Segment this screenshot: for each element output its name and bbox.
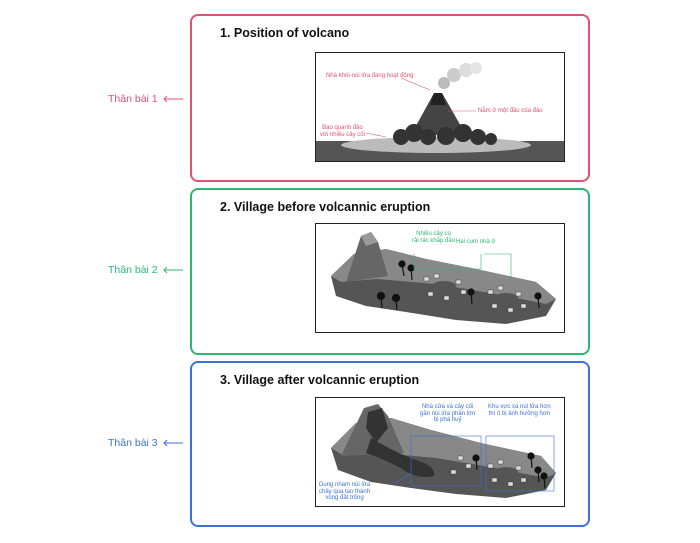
volcano-island-illustration: Nhà khói-núi lửa đang hoạt động Nằm ở mộ…: [315, 52, 565, 162]
annotation-lava-flow: Dung nham núi lửa chảy qua tạo thành vùn…: [319, 482, 371, 501]
village-before-illustration: Nhiều cây cọ rải rác khắp đảo Hai cụm nh…: [315, 223, 565, 333]
side-label-2: Thân bài 2: [108, 264, 158, 276]
village-after-illustration: Nhà cửa và cây cối gần núi lửa phần lớn …: [315, 397, 565, 507]
section-panel-3: 3. Village after volcannic eruption: [190, 361, 590, 527]
section-title-1: 1. Position of volcano: [220, 26, 350, 40]
section-panel-2: 2. Village before volcannic eruption: [190, 188, 590, 355]
arrow-left-icon: [163, 439, 183, 447]
section-title-2: 2. Village before volcannic eruption: [220, 200, 431, 214]
annotation-island-end: Nằm ở một đầu của đảo: [478, 108, 543, 114]
side-label-3: Thân bài 3: [108, 437, 158, 449]
annotation-destroyed-near-volcano: Nhà cửa và cây cối gần núi lửa phần lớn …: [420, 404, 476, 423]
annotation-palm-trees: Nhiều cây cọ rải rác khắp đảo: [412, 231, 456, 244]
arrow-left-icon: [163, 266, 183, 274]
section-title-3: 3. Village after volcannic eruption: [220, 373, 420, 387]
section-panel-1: 1. Position of volcano Nhà khói-núi lửa …: [190, 14, 590, 182]
annotation-active-volcano: Nhà khói-núi lửa đang hoạt động: [326, 73, 414, 79]
annotation-far-less-affected: Khu vực xa núi lửa hơn thì ít bị ảnh hưở…: [488, 404, 551, 417]
annotation-surrounded-trees: Bao quanh đảo với nhiều cây cối: [320, 125, 365, 138]
annotation-two-clusters: Hai cụm nhà ở: [456, 239, 496, 245]
arrow-left-icon: [163, 95, 183, 103]
side-label-1: Thân bài 1: [108, 93, 158, 105]
